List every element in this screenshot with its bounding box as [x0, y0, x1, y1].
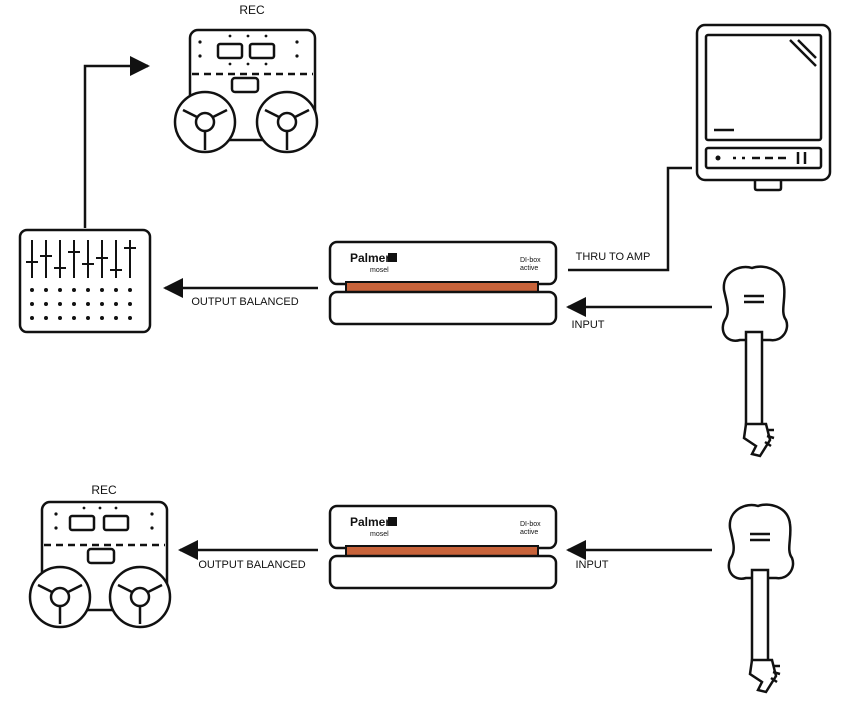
di-box-top-model1: DI-box — [520, 257, 541, 264]
input-label-bottom: INPUT — [576, 559, 609, 571]
guitar-icon-top — [721, 265, 789, 458]
tape-recorder-top-dots — [198, 34, 299, 66]
tape-recorder-bottom-dots — [54, 506, 154, 530]
amplifier-icon — [695, 23, 832, 192]
palmer-logo-icon — [388, 253, 397, 262]
di-box-bottom-accent-strip — [345, 545, 539, 557]
mixing-console — [18, 228, 152, 334]
guitar-icon-bottom — [727, 503, 795, 694]
di-box-top-accent-strip — [345, 281, 539, 293]
tape-recorder-top — [173, 28, 319, 154]
thru-label: THRU TO AMP — [576, 251, 651, 263]
input-label-top: INPUT — [572, 319, 605, 331]
di-box-top-brand: Palmer — [350, 251, 390, 265]
amplifier-power-led — [715, 155, 721, 161]
palmer-logo-icon-bottom — [388, 517, 397, 526]
output-label-top: OUTPUT BALANCED — [191, 296, 298, 308]
di-box-top-sub: mosel — [370, 267, 389, 274]
output-label-bottom: OUTPUT BALANCED — [198, 559, 305, 571]
di-box-top: Palmer mosel DI-box active — [328, 240, 558, 326]
di-box-bottom-brand: Palmer — [350, 515, 390, 529]
di-box-bottom-sub: mosel — [370, 531, 389, 538]
rec-label-top: REC — [239, 3, 265, 17]
mixer-to-rec-arrow — [83, 56, 150, 228]
di-box-bottom-model2: active — [520, 529, 538, 536]
di-box-bottom: Palmer mosel DI-box active — [328, 504, 558, 590]
tape-recorder-bottom — [28, 500, 172, 629]
di-box-top-model2: active — [520, 265, 538, 272]
rec-label-bottom: REC — [91, 483, 117, 497]
mixing-console-knobs — [30, 288, 132, 320]
thru-to-amp-line — [568, 166, 692, 272]
di-box-bottom-model1: DI-box — [520, 521, 541, 528]
